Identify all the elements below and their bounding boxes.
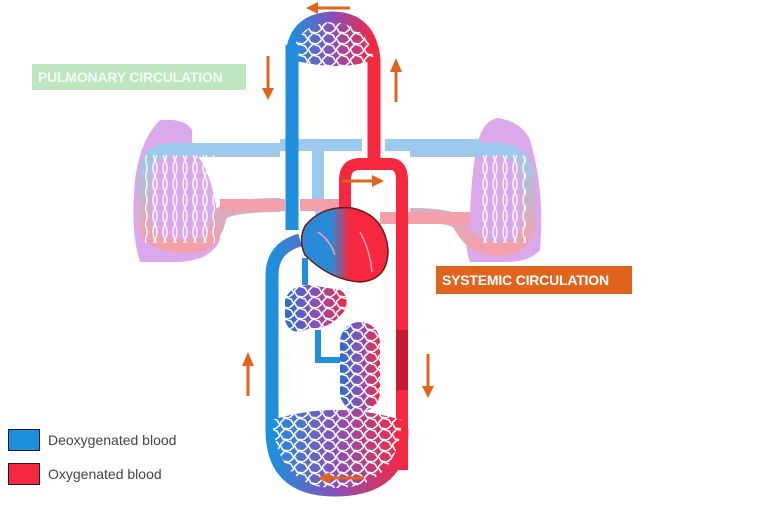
arrow-pulmonary-down-icon [262,56,274,100]
left-lung [133,119,281,262]
aorta [339,158,408,470]
arrow-bottom-left-icon [318,472,364,484]
pulmonary-loop [285,11,381,230]
systemic-loop [265,233,409,497]
legend-item-oxygenated: Oxygenated blood [8,462,162,486]
arrow-top-left-icon [306,2,350,14]
arrow-systemic-up-icon [242,352,254,396]
deoxygenated-swatch [8,429,40,451]
legend-label: Oxygenated blood [48,466,162,482]
arrow-pulmonary-up-icon [390,58,402,102]
organ-capillaries [285,258,408,412]
legend-label: Deoxygenated blood [48,432,177,448]
heart [300,206,389,283]
systemic-circulation-label: SYSTEMIC CIRCULATION [436,266,632,294]
arrow-systemic-down-icon [422,354,434,398]
legend-item-deoxygenated: Deoxygenated blood [8,428,176,452]
oxygenated-swatch [8,463,40,485]
arrow-aorta-right-icon [342,175,384,187]
pulmonary-circulation-label: PULMONARY CIRCULATION [32,64,246,90]
